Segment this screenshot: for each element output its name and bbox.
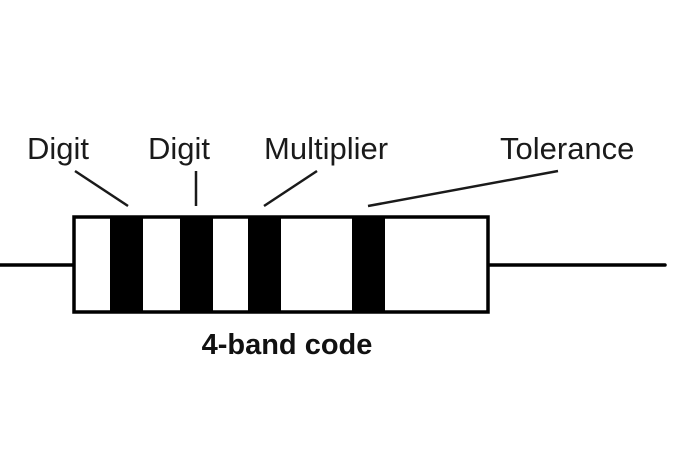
leader-line-digit-1 <box>74 169 129 208</box>
band-multiplier <box>248 217 281 312</box>
label-digit-1: Digit <box>27 131 89 166</box>
label-tolerance: Tolerance <box>500 131 634 166</box>
band-digit-2 <box>180 217 213 312</box>
band-digit-1 <box>110 217 143 312</box>
leader-line-multiplier <box>263 169 318 208</box>
diagram-caption: 4-band code <box>202 329 373 361</box>
label-digit-2: Digit <box>148 131 210 166</box>
label-multiplier: Multiplier <box>264 131 388 166</box>
band-tolerance <box>352 217 385 312</box>
leader-lines <box>74 169 559 208</box>
leader-line-tolerance <box>367 169 559 208</box>
